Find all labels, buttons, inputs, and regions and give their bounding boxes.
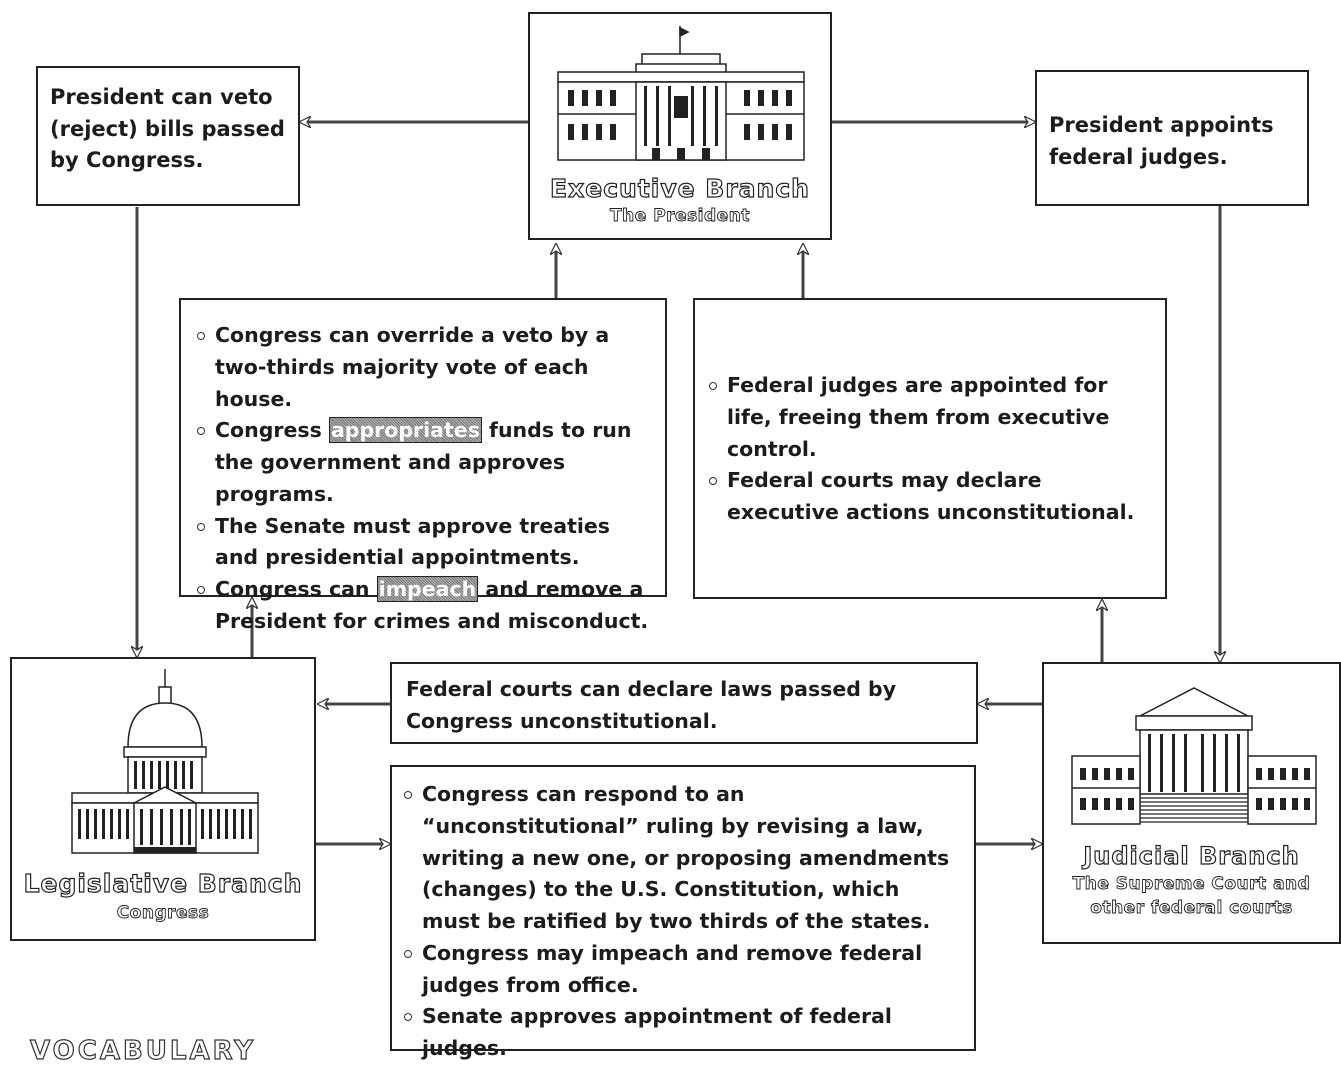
capitol-icon: [71, 669, 259, 854]
congress-checks-executive-list: Congress can override a veto by a two-th…: [195, 320, 655, 638]
courts-checks-executive-box: Federal judges are appointed for life, f…: [693, 298, 1167, 599]
congress-checks-courts-box: Congress can respond to an “unconstituti…: [390, 765, 976, 1060]
courts-laws-note-box: Federal courts can declare laws passed b…: [390, 662, 978, 744]
appoint-note-box: President appoints federal judges.: [1035, 70, 1309, 206]
list-item: Federal courts may declare executive act…: [707, 465, 1151, 529]
vocab-term-impeach[interactable]: impeach: [376, 576, 479, 603]
list-item-text: Congress can: [215, 577, 370, 602]
vocab-term-appropriates[interactable]: appropriates: [328, 417, 482, 444]
executive-branch-box: Executive Branch The President: [528, 12, 832, 240]
list-item-text: Congress can override a veto by a two-th…: [215, 323, 610, 411]
appoint-note-text: President appoints federal judges.: [1049, 113, 1274, 169]
executive-branch-title: Executive Branch: [549, 173, 810, 203]
executive-branch-subtitle: The President: [610, 206, 750, 227]
judicial-branch-subtitle-line1: The Supreme Court and: [1072, 874, 1311, 895]
congress-checks-courts-list: Congress can respond to an “unconstituti…: [402, 779, 964, 1065]
list-item-text: Federal courts may declare executive act…: [727, 468, 1135, 525]
list-item-text: The Senate must approve treaties and pre…: [215, 513, 611, 570]
legislative-branch-subtitle: Congress: [116, 903, 210, 924]
list-item-text: Congress can respond to an “unconstituti…: [422, 782, 950, 934]
list-item-text: funds to run the government and approves…: [215, 418, 632, 506]
congress-checks-executive-box: Congress can override a veto by a two-th…: [179, 298, 667, 633]
list-item: Congress can respond to an “unconstituti…: [402, 779, 964, 938]
list-item: Congress appropriates funds to run the g…: [195, 415, 655, 510]
list-item: Senate approves appointment of federal j…: [402, 1001, 964, 1065]
veto-note-text: President can veto (reject) bills passed…: [50, 85, 285, 172]
judicial-branch-box: Judicial Branch The Supreme Court and ot…: [1042, 662, 1341, 944]
list-item-text: Senate approves appointment of federal j…: [422, 1004, 892, 1061]
list-item-text: Congress: [215, 418, 322, 443]
list-item: The Senate must approve treaties and pre…: [195, 511, 655, 575]
vocabulary-heading: VOCABULARY: [29, 1035, 257, 1066]
list-item: Congress may impeach and remove federal …: [402, 938, 964, 1002]
judicial-branch-title: Judicial Branch: [1083, 841, 1300, 870]
list-item: Congress can override a veto by a two-th…: [195, 320, 655, 415]
white-house-icon: [557, 26, 805, 161]
list-item: Federal judges are appointed for life, f…: [707, 370, 1151, 465]
judicial-branch-subtitle-line2: other federal courts: [1090, 898, 1293, 919]
list-item-text: and remove a President for crimes and mi…: [215, 577, 649, 633]
list-item-text: Congress may impeach and remove federal …: [422, 940, 923, 997]
list-item: Congress can impeach and remove a Presid…: [195, 574, 655, 638]
veto-note-box: President can veto (reject) bills passed…: [36, 66, 300, 206]
courts-checks-executive-list: Federal judges are appointed for life, f…: [707, 370, 1151, 529]
list-item-text: Federal judges are appointed for life, f…: [727, 373, 1110, 461]
courts-laws-note-text: Federal courts can declare laws passed b…: [406, 677, 897, 733]
supreme-court-icon: [1071, 687, 1317, 825]
legislative-branch-box: Legislative Branch Congress: [10, 657, 316, 941]
legislative-branch-title: Legislative Branch: [23, 868, 303, 898]
